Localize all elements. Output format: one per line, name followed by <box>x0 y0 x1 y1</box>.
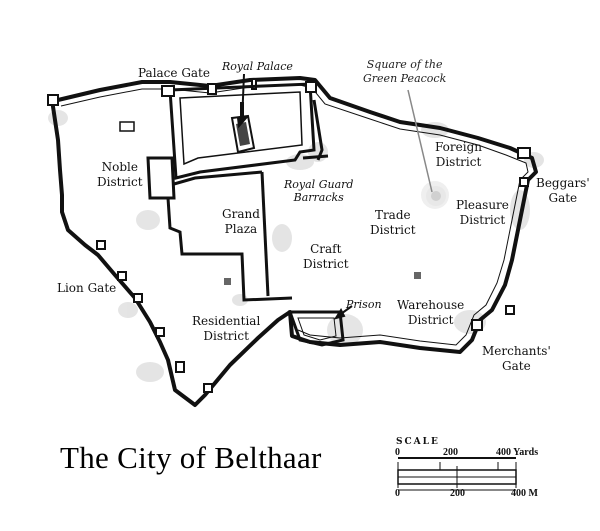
noble-district-building <box>119 121 135 132</box>
palace-compound <box>161 81 329 180</box>
label-royal-guard-line1: Royal Guard <box>284 178 354 191</box>
scale-bottom-400: 400 M <box>511 488 538 499</box>
label-square-line2: Green Peacock <box>363 72 447 85</box>
label-residential-district: Residential District <box>192 314 260 344</box>
label-pleasure-district: Pleasure District <box>456 198 509 228</box>
label-palace-gate: Palace Gate <box>138 66 210 80</box>
wall-shading <box>48 110 544 382</box>
label-pleasure-line2: District <box>459 213 506 227</box>
label-beggars-gate: Beggars' Gate <box>536 176 590 206</box>
label-lion-gate: Lion Gate <box>57 281 117 295</box>
label-grand-line1: Grand <box>222 207 260 221</box>
label-noble-district: Noble District <box>97 160 143 190</box>
label-warehouse-district: Warehouse District <box>397 298 464 328</box>
label-foreign-line1: Foreign <box>435 140 482 154</box>
prison-compound <box>287 310 345 347</box>
label-merchants-line2: Gate <box>502 359 531 373</box>
label-foreign-line2: District <box>435 155 482 169</box>
scale-bottom-0: 0 <box>395 488 400 499</box>
label-beggars-line1: Beggars' <box>536 176 590 190</box>
label-craft-line1: Craft <box>310 242 342 256</box>
noble-district-walls <box>146 156 293 302</box>
green-peacock-square <box>426 186 446 206</box>
label-pleasure-line1: Pleasure <box>456 198 509 212</box>
label-trade-line1: Trade <box>374 208 411 222</box>
scale-label: SCALE <box>396 437 440 447</box>
grand-plaza-building <box>224 278 231 285</box>
label-noble-line2: District <box>97 175 143 189</box>
label-trade-line2: District <box>370 223 416 237</box>
label-square-line1: Square of the <box>366 58 443 71</box>
scale-bottom-200: 200 <box>450 488 465 499</box>
label-noble-line1: Noble <box>101 160 138 174</box>
scale-top-200: 200 <box>443 447 458 458</box>
label-beggars-line2: Gate <box>548 191 578 205</box>
trade-district-building <box>414 272 421 279</box>
outer-city-wall <box>50 76 538 407</box>
label-prison: Prison <box>346 298 382 311</box>
label-residential-line2: District <box>203 329 249 343</box>
map-title: The City of Belthaar <box>60 440 322 475</box>
scale-top-0: 0 <box>395 447 400 458</box>
label-craft-line2: District <box>303 257 349 271</box>
label-craft-district: Craft District <box>303 242 349 272</box>
scale-bar <box>397 457 517 491</box>
label-trade-district: Trade District <box>370 208 416 238</box>
label-grand-plaza: Grand Plaza <box>222 207 260 237</box>
label-foreign-district: Foreign District <box>435 140 482 170</box>
scale-top-400: 400 Yards <box>496 447 539 458</box>
label-warehouse-line1: Warehouse <box>397 298 465 312</box>
label-royal-guard-barracks: Royal Guard Barracks <box>284 178 353 204</box>
label-merchants-gate: Merchants' Gate <box>482 344 551 374</box>
label-residential-line1: Residential <box>192 314 261 328</box>
label-square-green-peacock: Square of the Green Peacock <box>363 58 446 86</box>
label-grand-line2: Plaza <box>224 222 258 236</box>
label-warehouse-line2: District <box>407 313 454 327</box>
wall-towers <box>47 78 531 393</box>
label-merchants-line1: Merchants' <box>482 344 551 358</box>
leader-lines <box>236 73 353 320</box>
label-royal-guard-line2: Barracks <box>293 191 344 204</box>
square-leader-line <box>407 89 433 193</box>
label-royal-palace: Royal Palace <box>222 60 293 73</box>
